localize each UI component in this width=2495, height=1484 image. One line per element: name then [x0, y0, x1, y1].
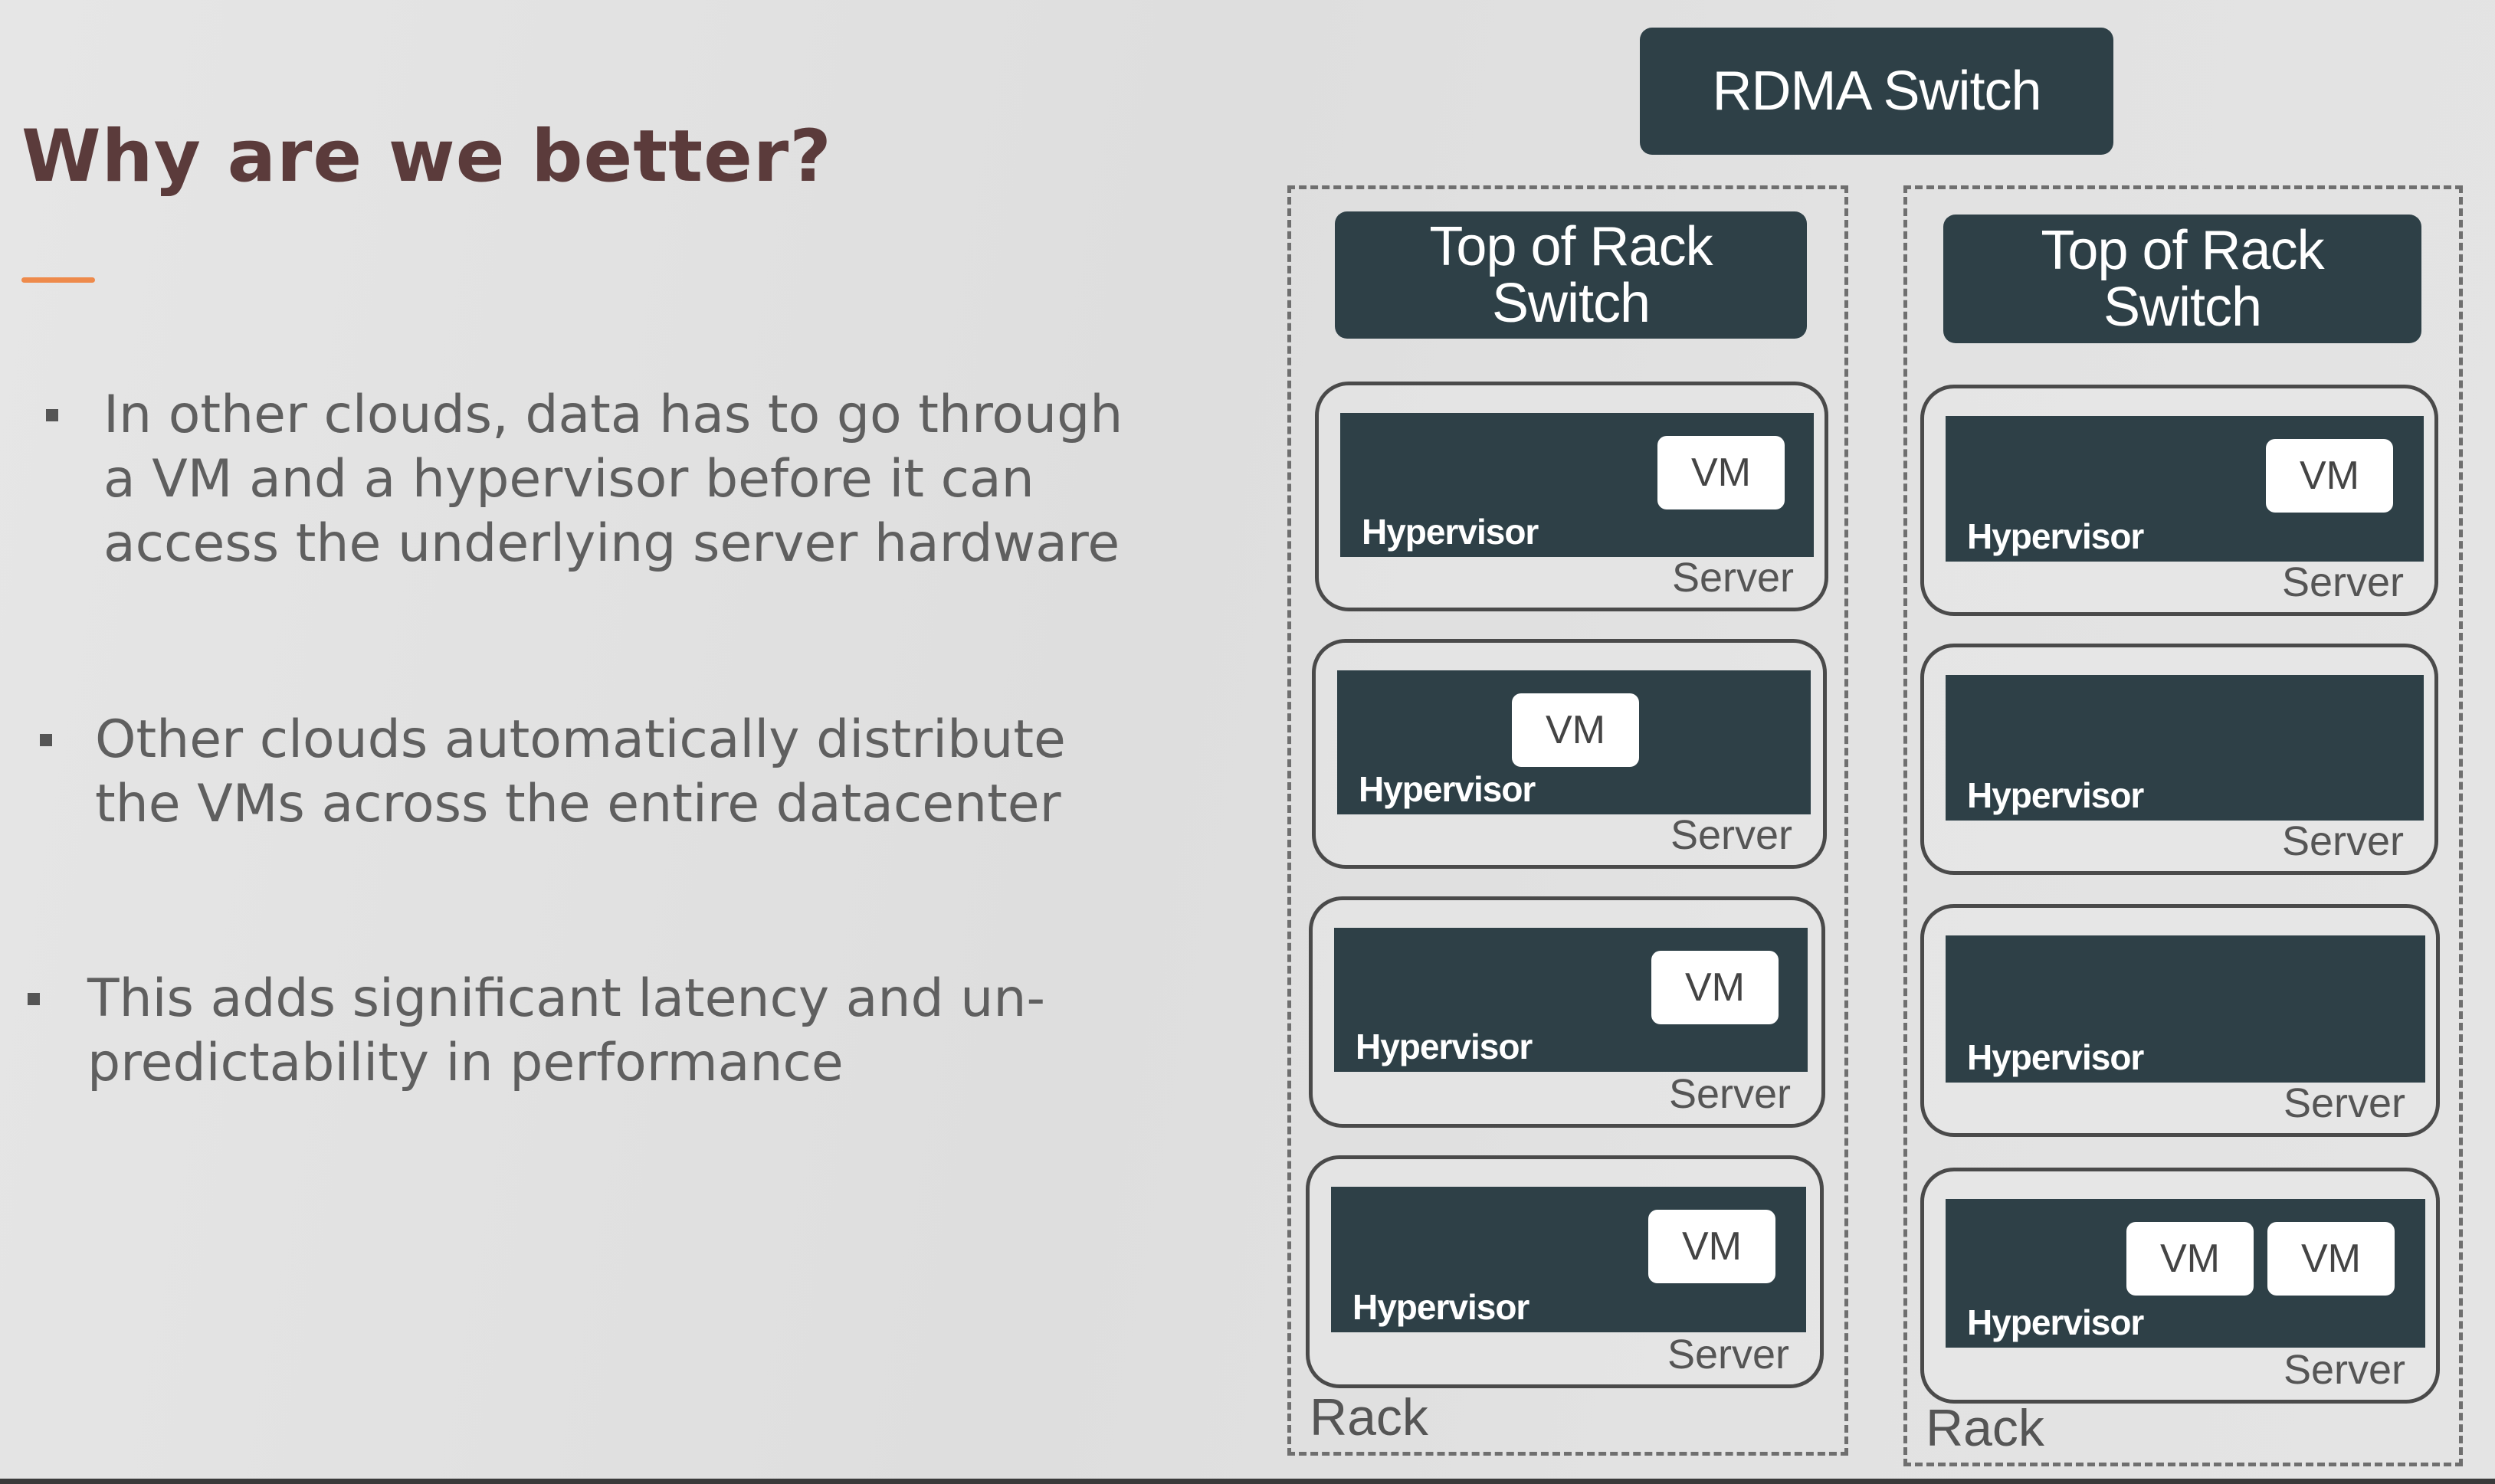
bullet-item: Other clouds automatically distribute th…	[23, 708, 1157, 837]
server-label: Server	[2283, 1347, 2405, 1393]
bullet-marker	[28, 993, 40, 1005]
hypervisor-label: Hypervisor	[1967, 1302, 2144, 1342]
vm: VM	[2266, 439, 2393, 513]
server: VM Hypervisor Server	[1920, 385, 2438, 616]
vm: VM	[1657, 436, 1785, 509]
hypervisor-label: Hypervisor	[1359, 769, 1536, 809]
hypervisor-label: Hypervisor	[1352, 1287, 1529, 1327]
server: VM Hypervisor Server	[1309, 896, 1825, 1128]
server: VM Hypervisor Server	[1315, 382, 1828, 611]
bullet-marker	[46, 409, 58, 421]
top-of-rack-switch: Top of Rack Switch	[1943, 215, 2421, 343]
server-label: Server	[2281, 818, 2404, 864]
server: VM Hypervisor Server	[1306, 1155, 1824, 1388]
server-label: Server	[1668, 1071, 1791, 1117]
server-label: Server	[2281, 559, 2404, 605]
hypervisor: VM Hypervisor	[1331, 1187, 1806, 1332]
top-of-rack-switch-label: Top of Rack Switch	[1429, 216, 1713, 334]
hypervisor: Hypervisor	[1946, 675, 2424, 821]
bullet-text: Other clouds automatically distribute th…	[95, 709, 1066, 834]
server: VM Hypervisor Server	[1312, 639, 1827, 869]
hypervisor: VM Hypervisor	[1337, 670, 1811, 814]
hypervisor-label: Hypervisor	[1362, 512, 1539, 552]
screen-bottom-edge	[0, 1479, 2495, 1484]
top-of-rack-switch: Top of Rack Switch	[1335, 211, 1807, 339]
rack: Rack	[1287, 185, 1848, 1456]
server: Hypervisor Server	[1920, 904, 2440, 1137]
bullet-text: In other clouds, data has to go through …	[103, 385, 1123, 574]
server: VM VM Hypervisor Server	[1920, 1168, 2440, 1404]
slide-title: Why are we better?	[21, 115, 832, 198]
top-of-rack-switch-label: Top of Rack Switch	[2041, 220, 2324, 338]
hypervisor-label: Hypervisor	[1967, 1037, 2144, 1077]
vm: VM	[1651, 951, 1779, 1024]
bullet-item: In other clouds, data has to go through …	[23, 383, 1157, 576]
server-label: Server	[1671, 555, 1794, 601]
hypervisor-label: Hypervisor	[1967, 516, 2144, 556]
rdma-switch-label: RDMA Switch	[1712, 61, 2041, 122]
vm: VM	[1648, 1210, 1775, 1283]
hypervisor-label: Hypervisor	[1356, 1027, 1533, 1066]
hypervisor: VM Hypervisor	[1946, 416, 2424, 562]
server-label: Server	[2283, 1080, 2405, 1126]
server: Hypervisor Server	[1920, 644, 2438, 875]
hypervisor: VM Hypervisor	[1334, 928, 1808, 1072]
hypervisor: Hypervisor	[1946, 935, 2425, 1083]
rdma-switch: RDMA Switch	[1640, 28, 2113, 155]
vm: VM	[2267, 1222, 2395, 1296]
server-label: Server	[1667, 1332, 1789, 1378]
hypervisor-label: Hypervisor	[1967, 775, 2144, 815]
rack-label: Rack	[1310, 1388, 1428, 1446]
bullet-marker	[40, 734, 52, 746]
rack-label: Rack	[1926, 1399, 2044, 1457]
vm: VM	[1512, 693, 1639, 767]
vm: VM	[2126, 1222, 2254, 1296]
hypervisor: VM VM Hypervisor	[1946, 1199, 2425, 1348]
bullet-text: This adds significant latency and un-pre…	[87, 968, 1046, 1093]
server-label: Server	[1670, 812, 1792, 858]
rack: Rack	[1903, 185, 2463, 1466]
bullet-item: This adds significant latency and un-pre…	[23, 967, 1157, 1096]
hypervisor: VM Hypervisor	[1340, 413, 1814, 557]
title-accent-bar	[21, 277, 95, 283]
